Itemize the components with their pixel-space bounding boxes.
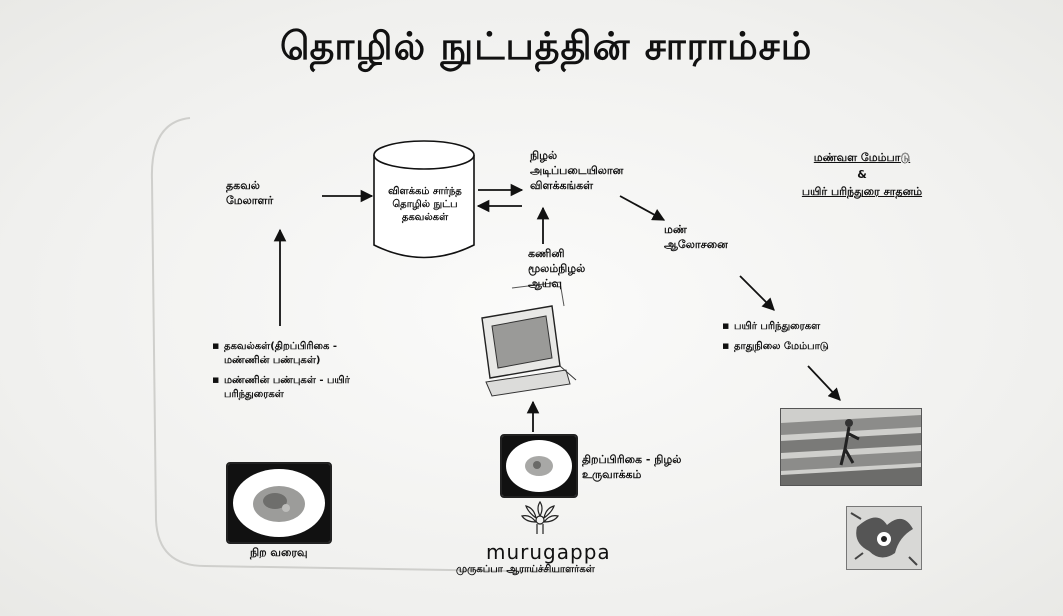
murugappa-logo-subtitle: முருகப்பா ஆராய்ச்சியாளர்கள் bbox=[456, 564, 595, 575]
node-gis-explanations-label: நிழல் அடிப்படையிலான விளக்கங்கள் bbox=[530, 149, 624, 192]
list-item: தாதுநிலை மேம்பாடு bbox=[722, 339, 902, 354]
node-database-label: விளக்கம் சார்ந்த தொழில் நுட்ப தகவல்கள் bbox=[388, 186, 462, 223]
diagram-frame bbox=[150, 117, 571, 573]
arrow-reco-to-field bbox=[807, 365, 841, 401]
field-photo bbox=[780, 408, 922, 486]
node-computer-analysis-label: கணினி மூலம்நிழல் ஆய்வு bbox=[528, 247, 586, 290]
computer-illustration bbox=[481, 281, 577, 397]
page-title: தொழில் நுட்பத்தின் சாராம்சம் bbox=[280, 24, 813, 68]
node-gis-explanations: நிழல் அடிப்படையிலான விளக்கங்கள் bbox=[530, 148, 640, 193]
murugappa-logo-icon bbox=[521, 500, 559, 534]
node-info-manager-label: தகவல் மேலாளர் bbox=[226, 179, 274, 207]
arrow-consult-to-reco bbox=[739, 275, 775, 311]
database-cylinder bbox=[373, 140, 475, 259]
node-database: விளக்கம் சார்ந்த தொழில் நுட்ப தகவல்கள் bbox=[378, 185, 472, 224]
left-bullet-list: தகவல்கள்(திறப்பிரிகை - மண்ணின் பண்புகள்)… bbox=[212, 339, 412, 408]
node-soil-consult: மண் ஆலோசனை bbox=[664, 222, 744, 252]
node-computer-analysis: கணினி மூலம்நிழல் ஆய்வு bbox=[528, 246, 608, 291]
caption-color-draw: நிற வரைவு bbox=[250, 546, 308, 559]
crop-photo bbox=[846, 506, 922, 570]
node-info-manager: தகவல் மேலாளர் bbox=[226, 178, 316, 208]
arrow-gis-to-consult bbox=[619, 195, 666, 221]
list-item: மண்ணின் பண்புகள் - பயிர் பரிந்துரைகள் bbox=[212, 373, 412, 402]
field-photo-graphic bbox=[781, 409, 921, 485]
soil-heading-amp: & bbox=[857, 168, 867, 181]
list-item: பயிர் பரிந்துரைகள bbox=[722, 319, 902, 334]
soil-heading: மண்வள மேம்பாடு & பயிர் பரிந்துரை சாதனம் bbox=[762, 150, 962, 199]
list-item: தகவல்கள்(திறப்பிரிகை - மண்ணின் பண்புகள்) bbox=[212, 339, 412, 368]
soil-heading-line1: மண்வள மேம்பாடு bbox=[813, 151, 911, 164]
scan-graphic bbox=[502, 436, 576, 496]
node-scan-create: திறப்பிரிகை - நிழல் உருவாக்கம் bbox=[582, 452, 732, 482]
murugappa-logo-text: murugappa bbox=[486, 540, 611, 564]
color-map-graphic bbox=[228, 464, 330, 542]
right-bullet-list: பயிர் பரிந்துரைகள தாதுநிலை மேம்பாடு bbox=[722, 319, 902, 360]
color-map-image bbox=[226, 462, 332, 544]
node-scan-create-label: திறப்பிரிகை - நிழல் உருவாக்கம் bbox=[582, 453, 682, 481]
scan-image bbox=[500, 434, 578, 498]
crop-photo-graphic bbox=[847, 507, 921, 569]
soil-heading-line2: பயிர் பரிந்துரை சாதனம் bbox=[801, 185, 923, 198]
node-soil-consult-label: மண் ஆலோசனை bbox=[664, 223, 728, 251]
